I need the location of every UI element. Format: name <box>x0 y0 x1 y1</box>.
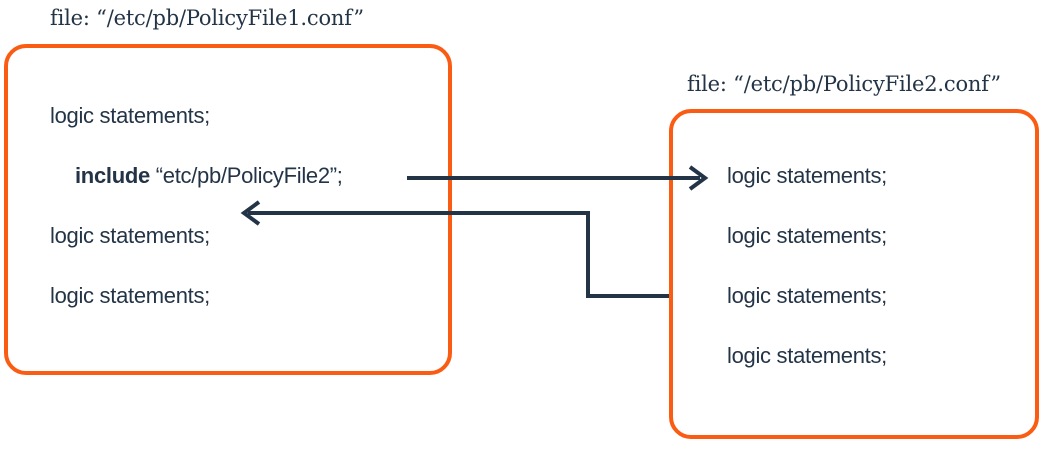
file1-box <box>4 44 452 375</box>
include-path: “etc/pb/PolicyFile2”; <box>149 163 343 188</box>
include-arrowhead-icon <box>688 165 709 191</box>
file2-box <box>669 109 1039 439</box>
file2-statement-2: logic statements; <box>727 223 887 248</box>
file1-include-statement: include “etc/pb/PolicyFile2”; <box>75 163 343 189</box>
file2-label: file: “/etc/pb/PolicyFile2.conf” <box>687 72 1001 96</box>
file1-statement-1: logic statements; <box>50 103 210 128</box>
include-keyword: include <box>75 163 150 188</box>
file2-statement-4: logic statements; <box>727 343 887 368</box>
return-arrow <box>248 211 669 298</box>
file2-statement-3: logic statements; <box>727 283 887 308</box>
file2-statement-1: logic statements; <box>727 163 887 188</box>
file1-label: file: “/etc/pb/PolicyFile1.conf” <box>50 6 364 30</box>
file1-statement-2: logic statements; <box>50 223 210 248</box>
return-arrowhead-icon <box>240 200 261 226</box>
file1-statement-3: logic statements; <box>50 283 210 308</box>
